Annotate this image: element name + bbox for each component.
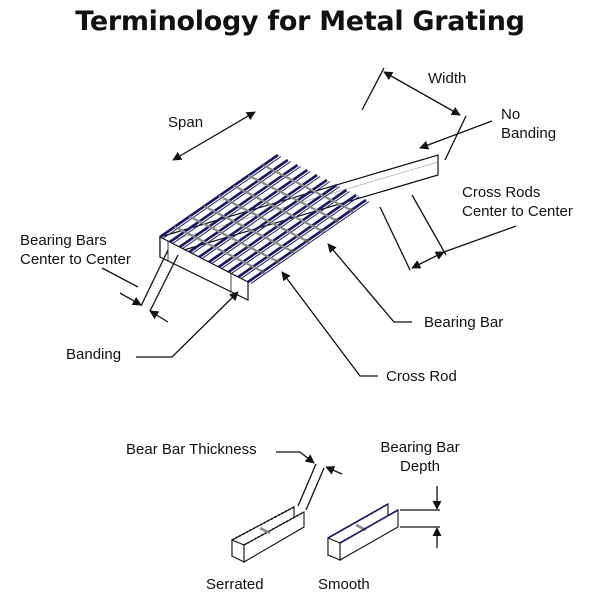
- no-banding-leader: [419, 120, 493, 150]
- bearing-bars-ext-2: [149, 254, 179, 312]
- width-label: Width: [428, 70, 467, 87]
- cross-rods-label-line1: Cross Rods: [462, 184, 541, 201]
- cross-rod: [233, 184, 323, 232]
- cross-rod-leader: [281, 271, 378, 377]
- bearing-bar-depth-line1: Bearing Bar: [380, 439, 460, 456]
- no-banding-label: No Banding: [501, 105, 556, 143]
- cross-rod: [262, 164, 352, 212]
- cross-rod-end: [305, 239, 309, 243]
- smooth-label: Smooth: [318, 576, 370, 593]
- no-banding-label-line2: Banding: [501, 125, 557, 142]
- cross-rod-end: [349, 208, 354, 213]
- bearing-bar-edge: [250, 201, 370, 284]
- cross-rod-end: [319, 228, 324, 233]
- cross-rods-label-line2: Center to Center: [462, 203, 573, 220]
- cross-rod-end: [260, 269, 265, 274]
- cross-rod-end: [290, 249, 295, 254]
- bearing-bars-label-line1: Bearing Bars: [20, 232, 107, 249]
- width-extension-left: [361, 67, 385, 111]
- cross-rod-end: [334, 218, 339, 223]
- cross-rod: [247, 174, 338, 222]
- cross-rods-leader: [443, 225, 517, 253]
- grating-panel: [159, 153, 439, 301]
- span-label: Span: [168, 114, 204, 131]
- bear-bar-thickness-label: Bear Bar Thickness: [126, 441, 257, 458]
- cross-rods: [174, 164, 354, 274]
- bar-details: [231, 503, 399, 563]
- bearing-bar-depth-label: Bearing Bar Depth: [370, 438, 470, 476]
- cross-rod: [203, 205, 293, 253]
- bearing-bars-arrow-2: [149, 310, 169, 323]
- cross-rods-c2c-label: Cross Rods Center to Center: [462, 183, 573, 221]
- serrated-label: Serrated: [206, 576, 264, 593]
- bearing-bar-label: Bearing Bar: [424, 314, 504, 331]
- cross-rod: [218, 195, 308, 242]
- annotation-lines: [101, 67, 517, 377]
- cross-rod: [174, 225, 264, 273]
- banding-end-face: [159, 236, 249, 301]
- banding-label: Banding: [66, 346, 122, 363]
- cross-rods-arrow: [411, 251, 445, 269]
- smooth-bar-pair: [327, 503, 399, 561]
- cross-rods-ext-1: [379, 206, 411, 271]
- bearing-bars-c2c-label: Bearing Bars Center to Center: [20, 231, 131, 269]
- cross-rod-label: Cross Rod: [386, 368, 457, 385]
- bearing-bars-label-line2: Center to Center: [20, 251, 131, 268]
- span-arrow: [172, 111, 256, 161]
- width-extension-right: [444, 115, 467, 161]
- bearing-bars-arrow-1: [119, 292, 142, 306]
- no-banding-label-line1: No: [501, 106, 521, 123]
- bearing-bar-leader: [327, 243, 412, 323]
- banding-leader: [136, 291, 239, 358]
- cross-rod: [188, 215, 279, 263]
- bearing-bars-ext-1: [140, 249, 169, 307]
- cross-rod-end: [275, 259, 280, 264]
- diagram-title: Terminology for Metal Grating: [75, 6, 525, 37]
- serrated-bar-pair: [231, 506, 305, 563]
- bearing-bar-depth-line2: Depth: [399, 458, 441, 475]
- detail-annotations: [276, 451, 442, 548]
- cross-rods-ext-2: [411, 194, 447, 256]
- width-arrow: [383, 71, 461, 116]
- bearing-bars-leader: [101, 267, 139, 288]
